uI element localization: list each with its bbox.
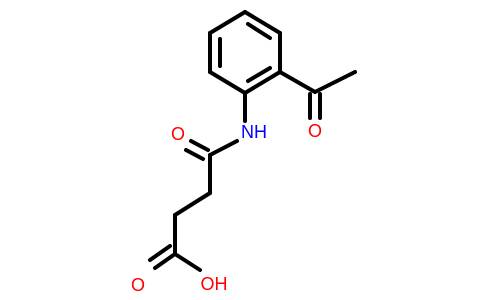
ring-to-carbonyl-bond	[278, 70, 317, 94]
acid-oxygen-label: O	[131, 275, 145, 295]
ring-double-bond-1	[246, 22, 272, 40]
amide-group: NH O	[171, 91, 267, 161]
acetyl-group: O	[278, 70, 357, 141]
acid-double-bond-b	[148, 244, 172, 262]
amine-nh-label: NH	[241, 122, 267, 142]
amide-oxygen-label: O	[171, 124, 185, 144]
ethylene-chain	[173, 153, 212, 256]
acid-double-bond-a	[153, 252, 177, 270]
ring-bond-6	[208, 10, 247, 35]
carbonyl-to-methyl-bond	[313, 70, 357, 94]
chain-bond-2	[173, 191, 212, 217]
ring-double-bond-2	[246, 66, 272, 83]
benzene-ring	[208, 10, 282, 95]
nitrogen-to-carbonyl-bond	[208, 139, 239, 157]
carboxylic-acid-group: O OH	[131, 244, 228, 295]
ring-bond-3	[243, 70, 282, 95]
ring-bond-1	[243, 10, 282, 35]
acid-hydroxyl-bond	[173, 252, 202, 272]
amide-double-bond-a	[189, 139, 210, 152]
amide-double-bond-b	[184, 148, 205, 161]
ketone-oxygen-label: O	[308, 121, 322, 141]
hydroxyl-oh-label: OH	[201, 274, 228, 294]
ring-bond-4	[208, 70, 247, 95]
